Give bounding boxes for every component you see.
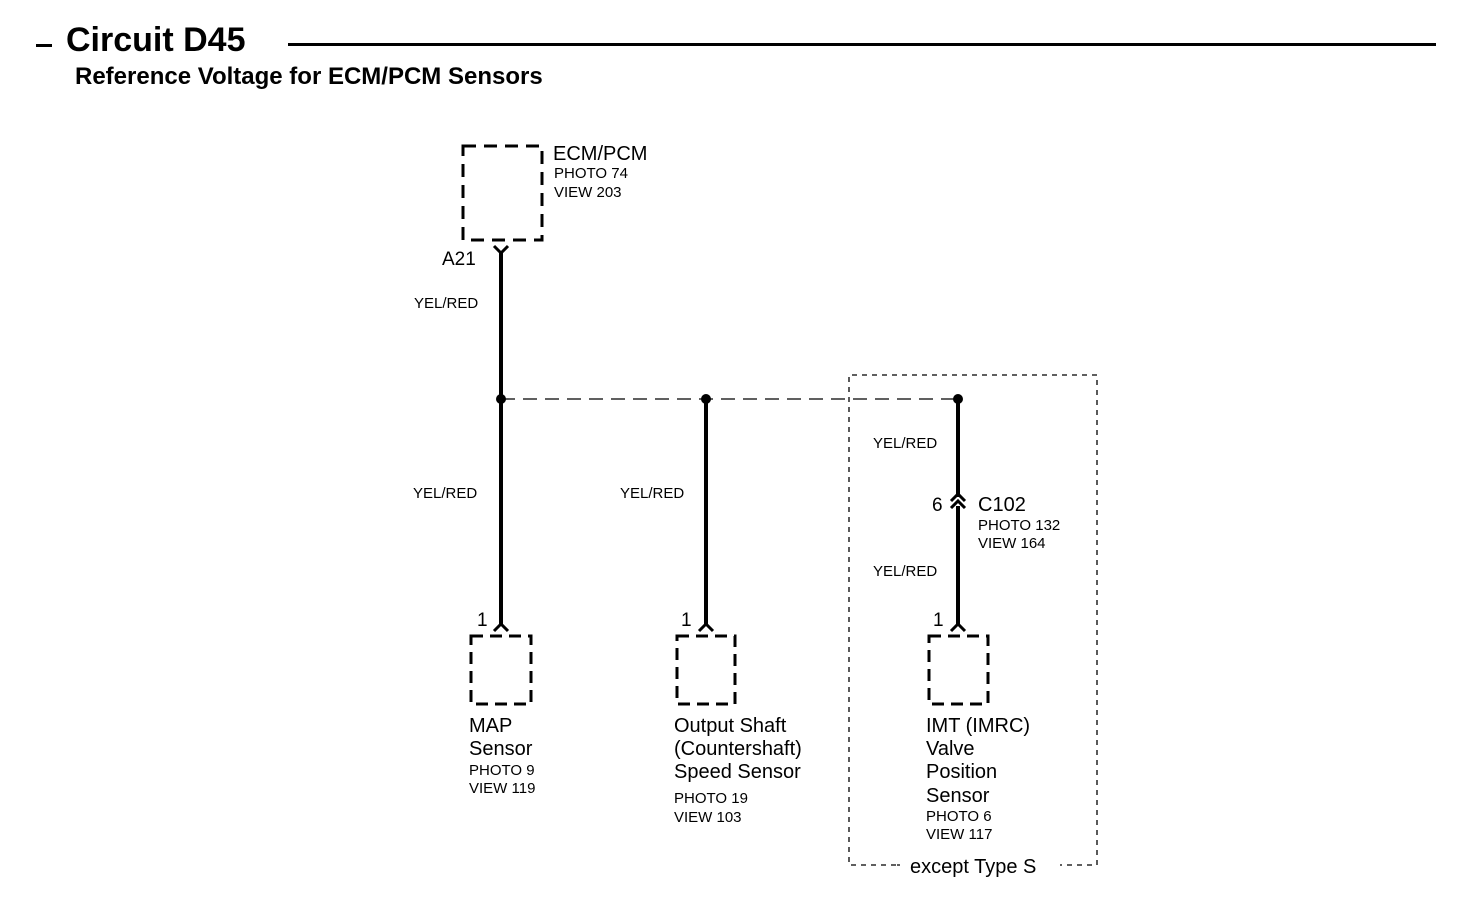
ecm-pcm-box — [461, 144, 544, 242]
ecm-pcm-name: ECM/PCM — [553, 143, 647, 165]
imt-sensor-photo: PHOTO 6 — [926, 808, 992, 825]
output-shaft-sensor-box — [675, 634, 737, 706]
imt-sensor-pin-terminal — [949, 621, 967, 633]
imt-sensor-pin: 1 — [933, 610, 944, 631]
output-shaft-sensor-name-line-1: Output Shaft — [674, 715, 787, 737]
imt-sensor-name-line-2: Valve — [926, 738, 975, 760]
output-shaft-sensor-pin-terminal — [697, 621, 715, 633]
imt-sensor-branch: YEL/RED 6 C102 PHOTO 132 VIEW 164 YEL/RE… — [873, 399, 1060, 843]
option-box-label-gap — [900, 855, 1060, 875]
connector-c102-view: VIEW 164 — [978, 535, 1046, 552]
connector-c102-name: C102 — [978, 494, 1026, 516]
output-shaft-sensor-pin: 1 — [681, 610, 692, 631]
output-shaft-sensor-photo: PHOTO 19 — [674, 790, 748, 807]
output-shaft-sensor-name-line-3: Speed Sensor — [674, 761, 801, 783]
map-sensor-pin: 1 — [477, 610, 488, 631]
imt-lower-wire-color: YEL/RED — [873, 563, 937, 580]
output-shaft-sensor-name-line-2: (Countershaft) — [674, 738, 802, 760]
circuit-title: Circuit D45 — [66, 21, 246, 59]
ecm-pin-terminal — [492, 244, 510, 256]
imt-sensor-name-line-4: Sensor — [926, 785, 990, 807]
option-box-outline — [848, 374, 1098, 866]
map-sensor-view: VIEW 119 — [469, 780, 535, 797]
ecm-pcm-component: ECM/PCM PHOTO 74 VIEW 203 A21 — [442, 143, 647, 270]
output-shaft-sensor-branch: YEL/RED 1 Output Shaft (Countershaft) Sp… — [620, 399, 802, 826]
map-sensor-wire-color: YEL/RED — [413, 485, 477, 502]
connector-c102-symbol-top — [949, 491, 967, 503]
connector-c102-symbol-bottom — [949, 498, 967, 510]
imt-upper-wire-color: YEL/RED — [873, 435, 937, 452]
main-feed-wire-color: YEL/RED — [414, 295, 478, 312]
header-rule — [288, 43, 1436, 46]
connector-c102-photo: PHOTO 132 — [978, 517, 1060, 534]
circuit-subtitle: Reference Voltage for ECM/PCM Sensors — [75, 63, 543, 90]
map-sensor-box — [469, 634, 533, 706]
ecm-pcm-photo: PHOTO 74 — [554, 165, 628, 182]
ecm-pin-a21: A21 — [442, 249, 476, 270]
header-dash — [36, 44, 52, 47]
option-box-label: except Type S — [910, 856, 1036, 878]
map-sensor-photo: PHOTO 9 — [469, 762, 535, 779]
map-sensor-pin-terminal — [492, 621, 510, 633]
output-shaft-sensor-wire-color: YEL/RED — [620, 485, 684, 502]
imt-sensor-name-line-1: IMT (IMRC) — [926, 715, 1030, 737]
map-sensor-name-line-1: MAP — [469, 715, 512, 737]
map-sensor-branch: YEL/RED 1 MAP Sensor PHOTO 9 VIEW 119 — [413, 399, 535, 797]
imt-sensor-view: VIEW 117 — [926, 826, 992, 843]
imt-sensor-box — [927, 634, 990, 706]
imt-sensor-name-line-3: Position — [926, 761, 997, 783]
option-box: except Type S — [848, 374, 1098, 878]
output-shaft-sensor-view: VIEW 103 — [674, 809, 742, 826]
map-sensor-name-line-2: Sensor — [469, 738, 533, 760]
connector-c102: 6 C102 PHOTO 132 VIEW 164 — [932, 491, 1060, 552]
ecm-pcm-view: VIEW 203 — [554, 184, 622, 201]
connector-c102-pin: 6 — [932, 495, 943, 516]
